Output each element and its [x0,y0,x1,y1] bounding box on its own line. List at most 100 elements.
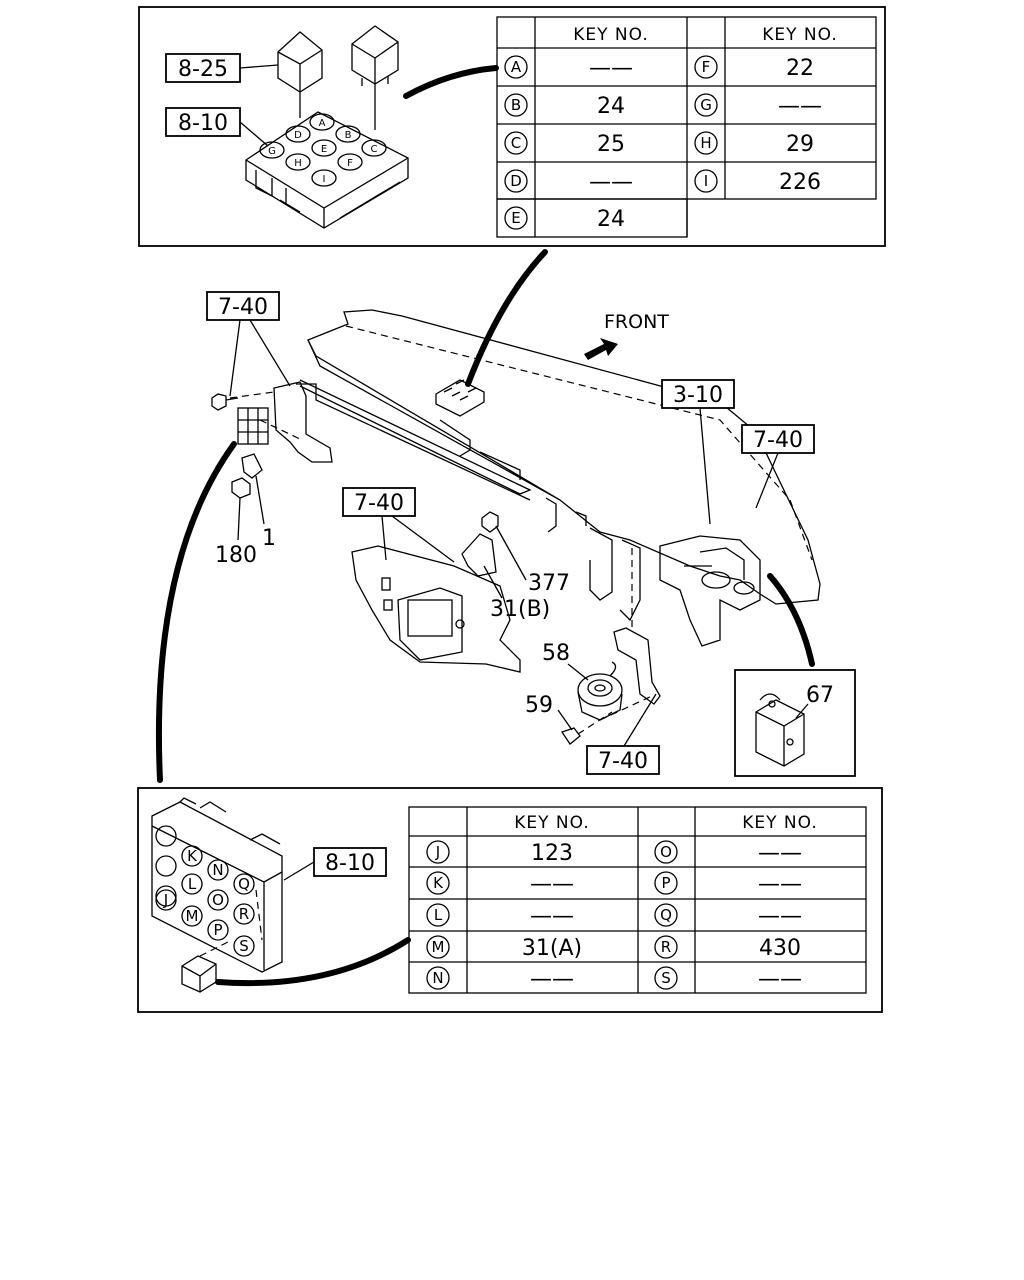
callout-8-10-top-text: 8-10 [178,111,228,136]
socket-top-4: E [311,139,337,157]
key-circle [426,871,450,895]
callout-7-40-bottom-text: 7-40 [598,749,648,774]
key-circle [654,966,678,990]
table-bottom-left-row-2-key: L [426,903,450,927]
socket-bottom-3: L [181,873,203,895]
callout-7-40-center-text: 7-40 [354,491,404,516]
part-67: 67 [806,683,834,708]
table-top-right-row-2-value: 29 [786,132,814,157]
table-bottom-left-row-1-key: K [426,871,450,895]
table-top-right-row-1-value: —— [778,94,822,119]
socket-bottom-letter-7: M [186,907,199,925]
part-59: 59 [525,693,553,718]
socket-bottom-5: R [233,903,255,925]
table-top-right-row-2-key-letter: H [700,134,711,152]
socket-circle [207,859,229,881]
table-bottom-right-row-3-value: 430 [759,936,801,961]
table-top-left-row-2-key-letter: C [511,134,521,152]
top-inset-frame [138,6,886,247]
part-58: 58 [542,641,570,666]
socket-circle [181,873,203,895]
socket-bottom-blank-2 [155,885,177,907]
table-bottom-right-row-1-key: P [654,871,678,895]
socket-top-2: C [361,139,387,157]
table-bottom-left-row-3-key-letter: M [432,938,445,956]
table-top-left-row-1-value: 24 [597,94,625,119]
key-circle [654,871,678,895]
socket-bottom-6: J [155,889,177,911]
socket-bottom-4: O [207,889,229,911]
callout-8-10-bottom: 8-10 [283,847,387,881]
table-bottom-right-row-3-key-letter: R [661,938,671,956]
socket-top-letter-5: F [347,158,353,169]
table-bottom-header-right: KEY NO. [742,813,818,833]
table-bottom-left-row-1-key-letter: K [433,874,444,892]
table-top-left-row-2-key: C [504,131,528,155]
table-top-right-row-3-key-letter: I [704,172,708,190]
table-top-header-right: KEY NO. [762,25,838,45]
callout-7-40-right: 7-40 [741,424,815,509]
table-bottom-right-row-0-value: —— [758,841,802,866]
key-circle [504,93,528,117]
socket-outline [285,125,311,143]
relay-right [351,25,399,130]
part-1: 1 [262,526,276,551]
key-circle [504,206,528,230]
table-top-left-row-1-key: B [504,93,528,117]
table-bottom-left-row-1-value: —— [530,872,574,897]
socket-top-letter-7: H [294,158,302,169]
socket-top-3: D [285,125,311,143]
socket-top-letter-4: E [321,144,327,155]
part-31b: 31(B) [490,597,550,622]
table-top-left-row-0-key: A [504,55,528,79]
socket-bottom-8: P [207,919,229,941]
socket-bottom-letter-2: Q [238,875,250,893]
callout-8-25-text: 8-25 [178,57,228,82]
socket-top-letter-0: A [319,118,326,129]
relay-8-25-left [277,31,323,118]
table-top-left-row-3-key: D [504,169,528,193]
table-top-left-row-3-value: —— [589,170,633,195]
socket-top-letter-2: C [371,144,378,155]
socket-outline [259,141,285,159]
socket-bottom-letter-0: K [187,847,198,865]
table-bottom-left-row-0-value: 123 [531,841,573,866]
table-top-left-row-0-value: —— [589,56,633,81]
callout-3-10: 3-10 [661,379,735,525]
socket-circle [181,905,203,927]
key-circle [504,131,528,155]
table-bottom-header-left: KEY NO. [514,813,590,833]
socket-circle [207,919,229,941]
callout-3-10-text: 3-10 [673,383,723,408]
callout-8-10-top: 8-10 [165,107,269,147]
socket-circle [233,873,255,895]
socket-circle [233,903,255,925]
key-circle [504,55,528,79]
socket-bottom-letter-6: J [163,891,168,909]
callout-7-40-bottom: 7-40 [586,693,660,775]
key-circle [694,55,718,79]
part-377: 377 [528,571,570,596]
table-top-left-row-2-value: 25 [597,132,625,157]
socket-circle [155,889,177,911]
socket-top-7: H [285,153,311,171]
socket-top-letter-3: D [294,130,302,141]
socket-top-8: I [311,169,337,187]
socket-outline [311,139,337,157]
table-bottom-right-row-1-key-letter: P [661,874,670,892]
part-180: 180 [215,543,257,568]
socket-outline [309,113,335,131]
socket-outline [311,169,337,187]
bottom-inset-frame [137,787,883,1013]
table-top-header-left: KEY NO. [573,25,649,45]
socket-top-1: B [335,125,361,143]
socket-bottom-1: N [207,859,229,881]
key-circle [694,169,718,193]
key-circle [694,93,718,117]
table-bottom-right-row-0-key: O [654,840,678,864]
table-bottom-right-row-2-key-letter: Q [660,906,672,924]
socket-top-0: A [309,113,335,131]
